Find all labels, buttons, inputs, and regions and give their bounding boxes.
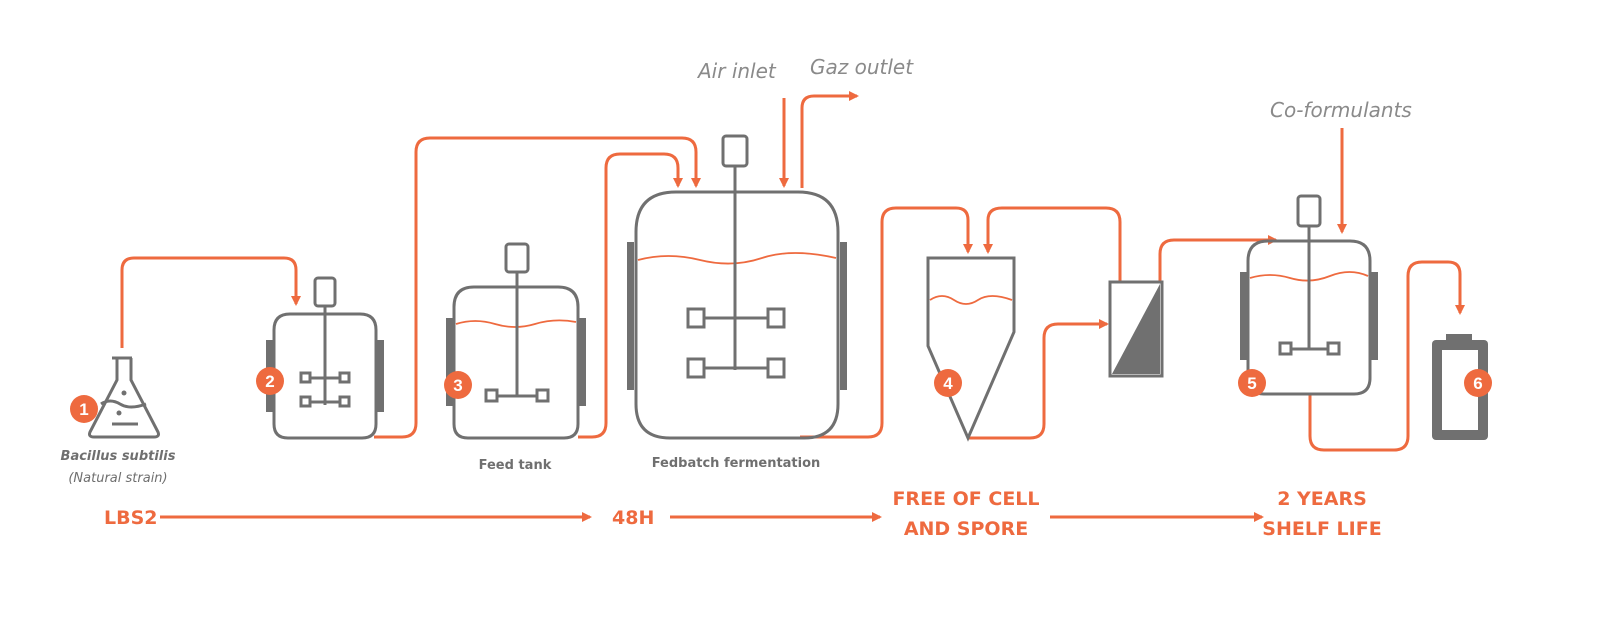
flask-icon bbox=[88, 356, 160, 439]
co-formulants-label: Co-formulants bbox=[1270, 98, 1412, 122]
stage-shelf-life-line2: SHELF LIFE bbox=[1262, 518, 1381, 540]
timeline: LBS2 48H FREE OF CELL AND SPORE 2 YEARS … bbox=[104, 488, 1382, 540]
bioreactor-5 bbox=[1240, 194, 1378, 396]
pipe-filter-recycle bbox=[983, 206, 1122, 282]
pipe-flask-to-reactor2 bbox=[120, 256, 301, 348]
flow-pipes bbox=[120, 91, 1465, 452]
gaz-outlet-label: Gaz outlet bbox=[810, 55, 914, 79]
natural-strain-label: (Natural strain) bbox=[68, 471, 167, 486]
stage-lbs2: LBS2 bbox=[104, 507, 158, 529]
bioreactor-2 bbox=[266, 276, 384, 440]
step-number: 5 bbox=[1247, 374, 1256, 393]
pipe-fermenter-to-separator bbox=[800, 206, 973, 439]
bacillus-label: Bacillus subtilis bbox=[61, 449, 176, 464]
fedbatch-fermenter bbox=[627, 134, 847, 440]
stage-shelf-life-line1: 2 YEARS bbox=[1277, 488, 1367, 510]
step-number: 1 bbox=[79, 400, 88, 419]
product-container-icon bbox=[1432, 334, 1488, 440]
step-number: 4 bbox=[943, 374, 953, 393]
separator-vessel bbox=[926, 256, 1016, 442]
filter-unit bbox=[1108, 280, 1164, 378]
pipe-reactor5-to-container bbox=[1308, 260, 1465, 452]
fedbatch-label: Fedbatch fermentation bbox=[652, 456, 821, 471]
pipe-gaz-outlet bbox=[800, 91, 859, 188]
pipe-separator-to-filter bbox=[968, 319, 1109, 440]
stage-free-of-cell-line2: AND SPORE bbox=[904, 518, 1028, 540]
feed-tank-label: Feed tank bbox=[479, 458, 552, 473]
feed-tank bbox=[446, 242, 586, 440]
step-number: 3 bbox=[453, 376, 462, 395]
stage-48h: 48H bbox=[612, 507, 654, 529]
pipe-reactor2-to-fermenter bbox=[374, 136, 701, 439]
pipe-filter-to-reactor5 bbox=[1158, 235, 1278, 282]
step-badges: 1 2 3 4 5 6 bbox=[70, 367, 1492, 423]
step-number: 6 bbox=[1473, 374, 1482, 393]
stage-free-of-cell-line1: FREE OF CELL bbox=[892, 488, 1039, 510]
air-inlet-label: Air inlet bbox=[696, 59, 777, 83]
pipe-feedtank-to-fermenter bbox=[578, 152, 683, 439]
step-number: 2 bbox=[265, 372, 274, 391]
